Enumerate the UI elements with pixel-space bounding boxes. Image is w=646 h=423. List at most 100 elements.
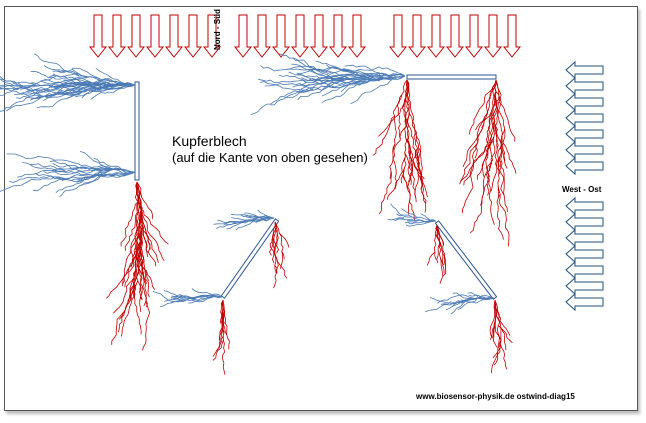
blue-branch xyxy=(301,75,406,84)
copper-sheet xyxy=(134,81,140,181)
blue-branch xyxy=(22,162,60,173)
left-arrow xyxy=(565,292,604,312)
blue-branch xyxy=(344,64,394,79)
blue-branch xyxy=(297,74,344,82)
blue-branch xyxy=(451,300,466,308)
blue-branch xyxy=(292,57,334,81)
blue-branch xyxy=(235,219,256,231)
blue-branch xyxy=(394,216,413,222)
red-branch xyxy=(491,351,501,374)
red-branch xyxy=(378,170,393,215)
blue-branch xyxy=(90,86,124,100)
copper-sheet xyxy=(434,220,498,300)
left-arrow xyxy=(565,140,604,160)
red-branch xyxy=(487,95,497,147)
blue-branch xyxy=(231,217,246,221)
blue-branch xyxy=(49,84,86,97)
red-branch xyxy=(426,251,436,266)
blue-branch xyxy=(75,85,113,98)
red-branch xyxy=(274,221,285,259)
blue-branch xyxy=(67,81,120,99)
down-arrow xyxy=(407,14,427,58)
blue-branch xyxy=(71,168,110,172)
blue-branch xyxy=(315,60,359,76)
red-branch xyxy=(493,79,503,198)
red-branch xyxy=(496,186,504,240)
blue-branch xyxy=(396,213,437,222)
west-east-label: West - Ost xyxy=(562,185,602,194)
red-branch xyxy=(120,285,136,337)
red-branch xyxy=(133,280,142,335)
blue-branch xyxy=(270,83,317,106)
blue-branch xyxy=(278,53,321,72)
blue-branch xyxy=(43,78,82,86)
left-arrow xyxy=(565,260,604,280)
west-east-arrow-group xyxy=(565,60,604,312)
red-branch xyxy=(492,333,498,348)
red-branch xyxy=(135,181,145,301)
red-branch xyxy=(493,114,506,161)
blue-branch xyxy=(292,75,406,88)
blue-branch xyxy=(42,84,78,101)
blue-branch xyxy=(170,296,223,304)
blue-branch xyxy=(231,213,255,220)
blue-branch xyxy=(191,288,214,298)
blue-branch xyxy=(20,75,57,90)
red-branch xyxy=(279,251,284,269)
blue-branch xyxy=(152,290,175,302)
blue-branch xyxy=(61,171,136,181)
red-branch xyxy=(221,299,226,353)
red-branch xyxy=(407,137,412,185)
red-branch xyxy=(437,228,444,246)
blue-branch xyxy=(45,87,96,99)
blue-branch xyxy=(163,290,185,299)
red-branch xyxy=(378,98,407,137)
red-branch xyxy=(494,299,502,352)
blue-branch xyxy=(260,65,305,72)
blue-branch xyxy=(450,299,470,315)
copper-sheet-group xyxy=(134,74,498,300)
blue-branch xyxy=(342,68,386,77)
blue-branch xyxy=(316,66,406,77)
blue-branch xyxy=(323,77,367,88)
red-branch xyxy=(273,229,278,253)
down-arrow xyxy=(426,14,446,58)
blue-branch xyxy=(0,86,34,91)
down-arrow xyxy=(126,14,146,58)
blue-branch xyxy=(55,177,86,193)
red-branch xyxy=(495,79,506,168)
red-branch xyxy=(495,303,500,319)
red-branch xyxy=(406,79,423,190)
blue-branch xyxy=(226,217,275,230)
blue-branch xyxy=(14,86,52,95)
red-branch xyxy=(276,257,288,279)
blue-branch xyxy=(0,85,25,97)
red-branch xyxy=(140,212,165,262)
down-arrow xyxy=(483,14,503,58)
red-branch xyxy=(494,322,501,340)
red-branch xyxy=(278,232,290,248)
red-branch xyxy=(411,159,426,204)
blue-branch xyxy=(33,53,66,72)
blue-branch xyxy=(95,67,128,87)
blue-branch xyxy=(51,82,136,89)
blue-branch xyxy=(81,167,117,186)
blue-branch xyxy=(425,303,448,313)
diagram-frame xyxy=(4,6,638,411)
red-branch xyxy=(500,136,517,174)
red-branch xyxy=(498,158,508,213)
blue-branch xyxy=(30,70,68,80)
down-arrow xyxy=(233,14,253,58)
blue-branch xyxy=(297,79,341,101)
red-branch xyxy=(212,335,224,357)
blue-branch xyxy=(335,74,371,84)
blue-branch xyxy=(452,292,472,299)
down-arrow xyxy=(107,14,127,58)
red-branch xyxy=(492,122,501,175)
down-arrow xyxy=(145,14,165,58)
red-branch xyxy=(113,266,137,314)
red-branch xyxy=(502,128,508,169)
down-arrow xyxy=(464,14,484,58)
left-arrow xyxy=(565,60,604,80)
